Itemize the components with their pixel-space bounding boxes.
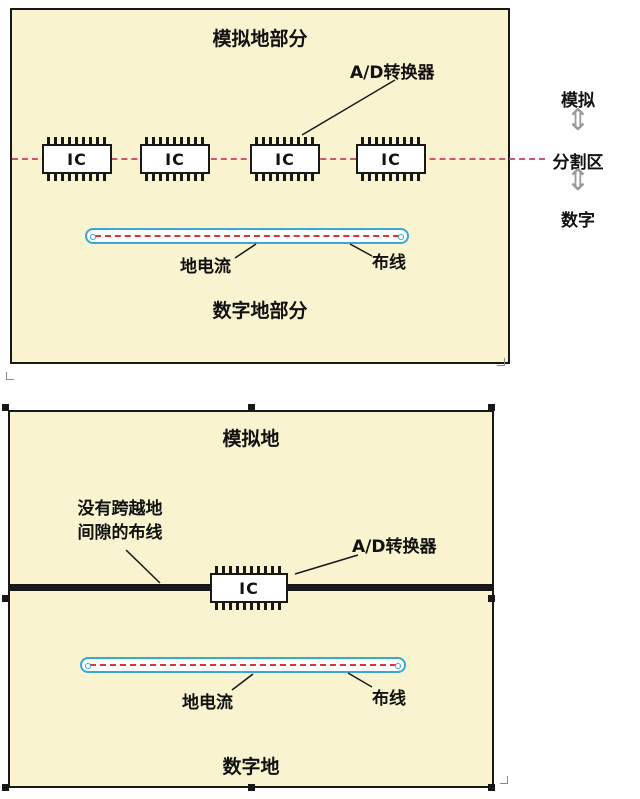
ic-chip: IC: [140, 137, 210, 181]
side-label-analog: 模拟: [561, 91, 595, 111]
trace-end-dot: [398, 234, 404, 240]
up-down-arrow-icon: ⇕: [565, 103, 591, 138]
chip-pins-icon: [215, 603, 283, 610]
trace-label-bottom: 布线: [372, 689, 406, 709]
up-down-arrow-icon: ⇕: [565, 163, 591, 198]
chip-pins-icon: [255, 174, 315, 181]
digital-ground-title: 数字地: [222, 756, 280, 778]
trace-end-dot: [85, 663, 91, 669]
digital-section-title: 数字地部分: [212, 300, 308, 322]
chip-pins-icon: [215, 566, 283, 573]
side-label-split-region: 分割区: [552, 153, 604, 173]
trace-label-top: 布线: [372, 253, 406, 273]
side-label-digital: 数字: [561, 211, 595, 231]
trace-dashed-current: [95, 235, 399, 237]
trace-dashed-current: [90, 664, 396, 666]
corner-mark: [500, 776, 508, 784]
selection-handle[interactable]: [488, 784, 495, 791]
selection-handle[interactable]: [488, 595, 495, 602]
ic-chip: IC: [250, 137, 320, 181]
selection-handle[interactable]: [248, 404, 255, 411]
analog-ground-title: 模拟地: [222, 428, 280, 450]
trace-end-dot: [90, 234, 96, 240]
selection-handle[interactable]: [248, 784, 255, 791]
chip-pins-icon: [145, 174, 205, 181]
chip-pins-icon: [145, 137, 205, 144]
selection-handle[interactable]: [2, 784, 9, 791]
chip-pins-icon: [47, 174, 107, 181]
no-cross-gap-line2: 间隙的布线: [77, 522, 163, 543]
chip-label: IC: [210, 573, 288, 603]
chip-label: IC: [250, 144, 320, 174]
selection-handle[interactable]: [2, 404, 9, 411]
ground-current-label-bottom: 地电流: [182, 693, 233, 713]
chip-pins-icon: [255, 137, 315, 144]
chip-label: IC: [356, 144, 426, 174]
ground-trace-shape: [80, 657, 406, 673]
adc-label-top: A/D转换器: [350, 63, 435, 83]
chip-pins-icon: [361, 174, 421, 181]
selection-handle[interactable]: [2, 595, 9, 602]
chip-label: IC: [42, 144, 112, 174]
adc-label-bottom: A/D转换器: [352, 537, 437, 557]
chip-pins-icon: [47, 137, 107, 144]
ground-trace-shape: [85, 228, 409, 244]
chip-pins-icon: [361, 137, 421, 144]
selection-handle[interactable]: [488, 404, 495, 411]
top-diagram-box: [10, 8, 510, 364]
corner-mark: [497, 358, 505, 366]
analog-section-title: 模拟地部分: [212, 28, 308, 50]
ground-current-label-top: 地电流: [180, 257, 231, 277]
ic-chip: IC: [356, 137, 426, 181]
chip-label: IC: [140, 144, 210, 174]
ic-chip: IC: [210, 566, 288, 610]
no-cross-gap-label: 没有跨越地 间隙的布线: [50, 498, 190, 546]
no-cross-gap-line1: 没有跨越地: [77, 499, 163, 519]
corner-mark: [6, 372, 14, 380]
ic-chip: IC: [42, 137, 112, 181]
trace-end-dot: [395, 663, 401, 669]
